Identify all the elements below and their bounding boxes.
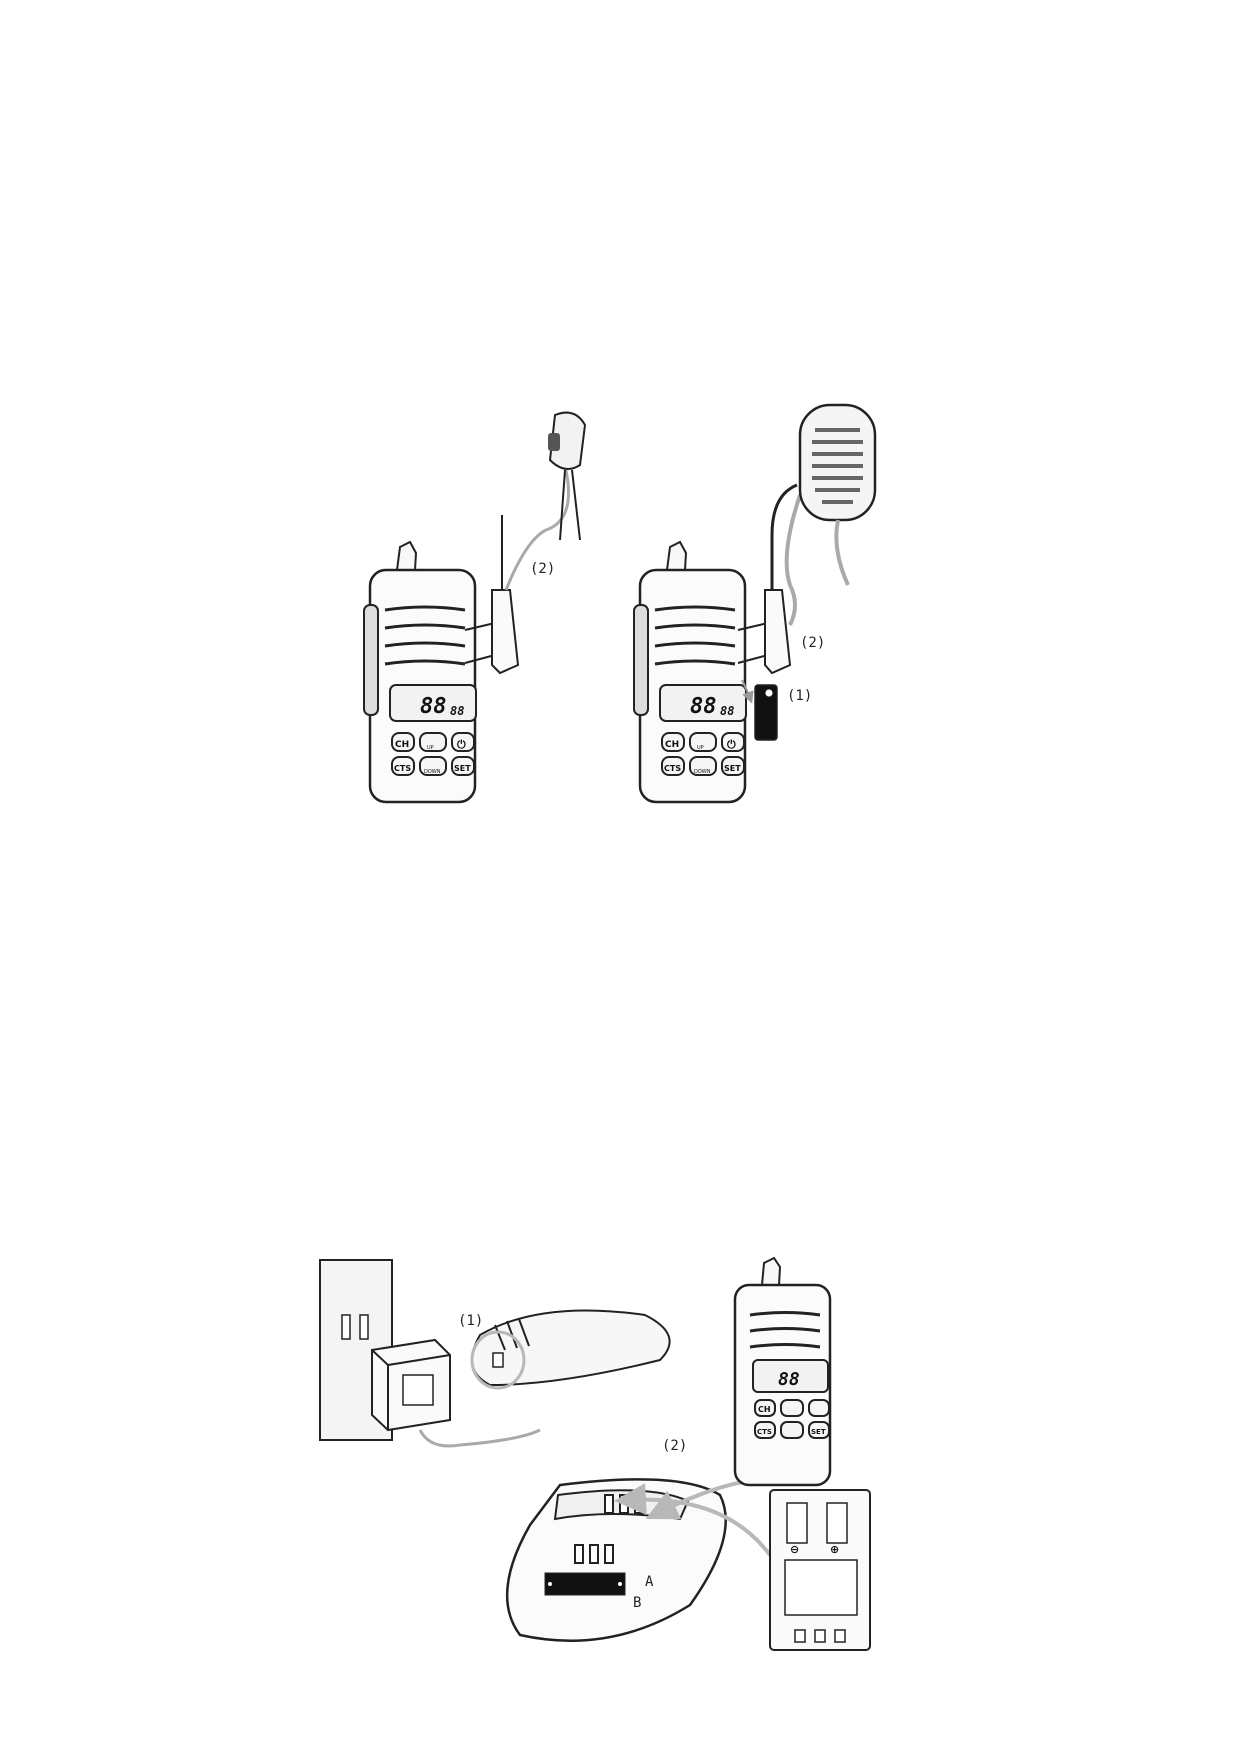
callout-speaker-mic-connector: (2) <box>800 635 825 651</box>
key-ch-right: CH <box>665 740 679 750</box>
battery-positive-terminal: ⊕ <box>830 1543 839 1556</box>
display-digits-right: 88 <box>690 694 717 719</box>
key-up: UP <box>427 745 434 751</box>
radio-charging: 88 CH CTS SET <box>733 1256 832 1487</box>
key-cts-right: CTS <box>664 764 681 773</box>
callout-adapter: (1) <box>458 1313 483 1329</box>
key-down: DOWN <box>424 769 441 775</box>
battery-pack: ⊖ ⊕ <box>769 1489 871 1651</box>
display-digits: 88 <box>420 694 447 719</box>
display-small-digits-right: 88 <box>720 704 734 718</box>
callout-cradle-slots: (2) <box>662 1438 687 1454</box>
radio-left: 88 88 CH UP ⏻ CTS DOWN SET <box>363 540 477 804</box>
key-ch-charging: CH <box>758 1405 771 1414</box>
speaker-microphone-accessory: (2) <box>737 403 877 675</box>
callout-jack-cover: (1) <box>787 688 812 704</box>
key-ch: CH <box>395 740 409 750</box>
key-set-right: SET <box>724 764 741 773</box>
key-cts-charging: CTS <box>757 1428 772 1436</box>
accessory-connection-drawing: 88 88 CH UP ⏻ CTS DOWN SET (2) <box>360 395 960 815</box>
display-small-digits: 88 <box>450 704 464 718</box>
key-cts: CTS <box>394 764 411 773</box>
earpiece-accessory: (2) <box>464 411 587 675</box>
key-power: ⏻ <box>457 738 466 751</box>
charger-rear-view <box>470 1309 671 1390</box>
radio-right: 88 88 CH UP ⏻ CTS DOWN SET <box>633 540 747 804</box>
key-set: SET <box>454 764 471 773</box>
label-b: B <box>633 1595 641 1611</box>
key-set-charging: SET <box>811 1428 826 1436</box>
charger-cradle: A B (2) <box>505 1438 727 1642</box>
label-a: A <box>645 1574 654 1590</box>
ac-adapter: (1) <box>371 1313 541 1448</box>
arrow-battery-to-cradle <box>614 1483 772 1557</box>
battery-negative-terminal: ⊖ <box>790 1543 799 1556</box>
key-power-right: ⏻ <box>727 738 736 751</box>
key-up-right: UP <box>697 745 704 751</box>
callout-earpiece-connector: (2) <box>530 561 555 577</box>
key-down-right: DOWN <box>694 769 711 775</box>
accessory-connection-figure: 88 88 CH UP ⏻ CTS DOWN SET (2) <box>360 395 960 815</box>
display-digits-charging: 88 <box>778 1369 800 1390</box>
charging-drawing: (1) A B (2) 88 CH <box>300 1255 940 1655</box>
charging-figure: (1) A B (2) 88 CH <box>300 1255 940 1655</box>
jack-cover: (1) <box>741 679 812 741</box>
